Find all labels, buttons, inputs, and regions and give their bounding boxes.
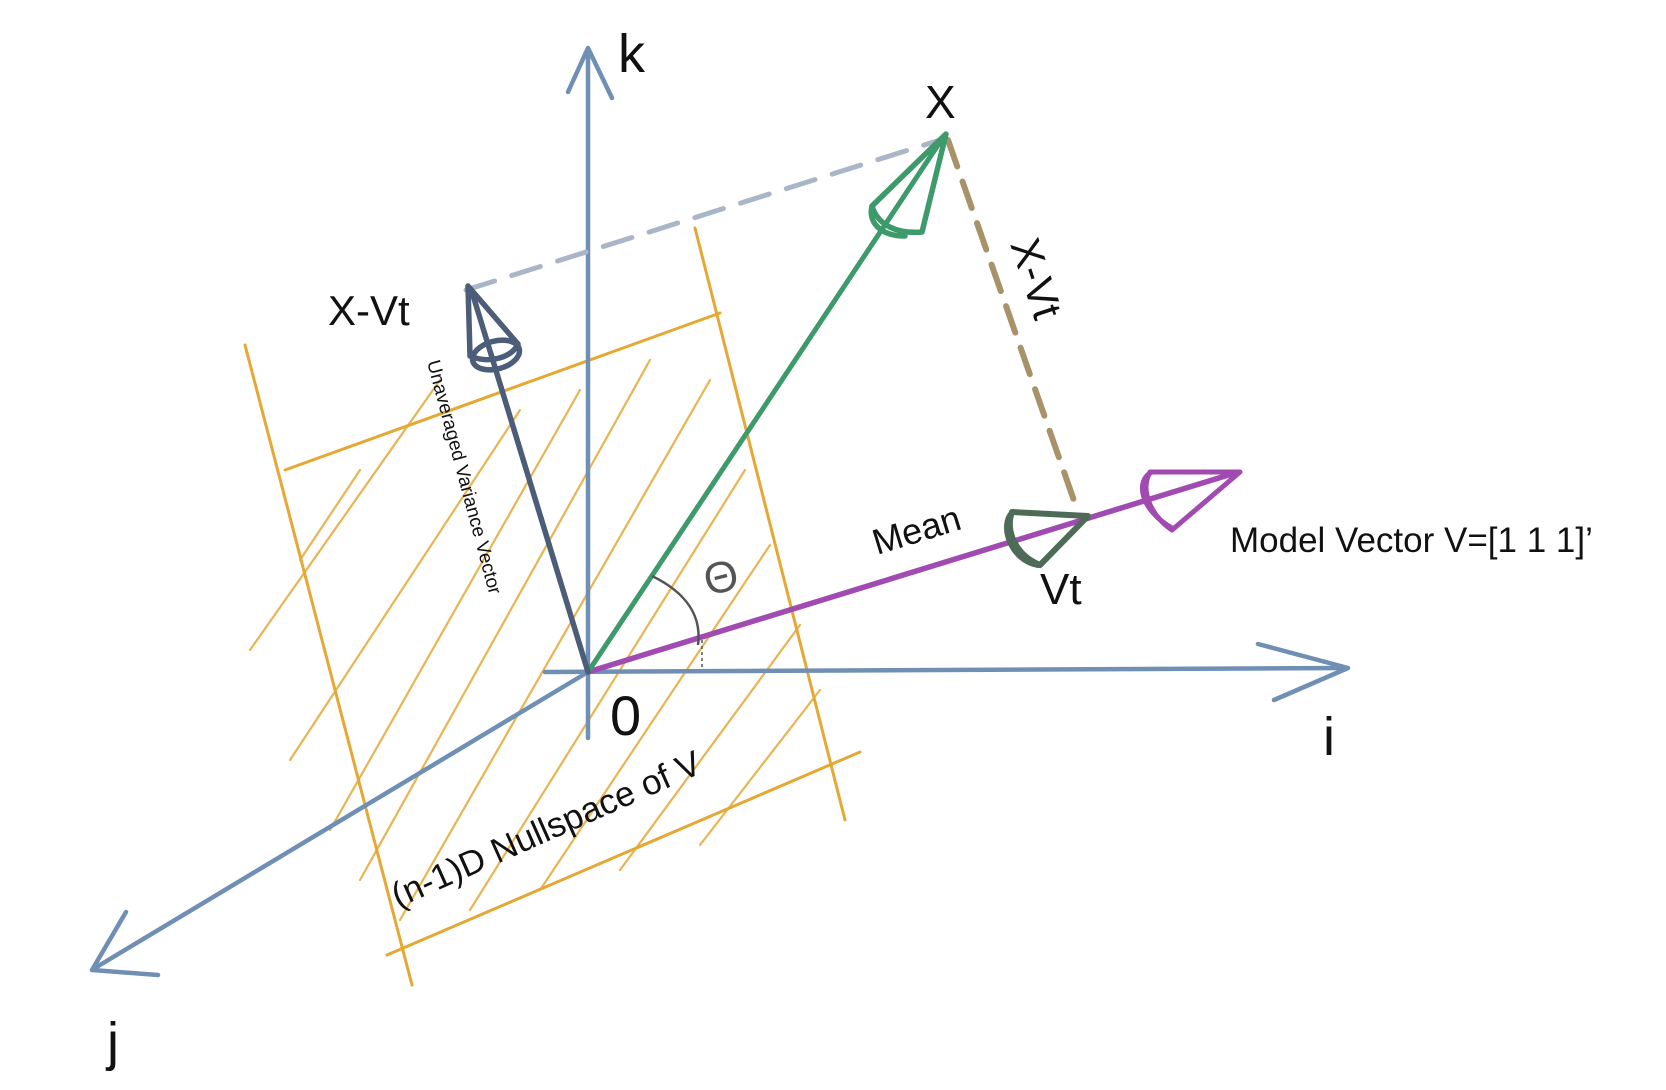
axes — [89, 45, 1351, 978]
model-vector — [585, 469, 1243, 675]
i-axis-arrowhead — [1255, 641, 1351, 703]
vt-arrowhead — [1004, 509, 1091, 568]
hatch-line — [468, 468, 747, 912]
nullspace-label: (n-1)D Nullspace of V — [385, 743, 707, 915]
k-axis-arrowhead — [565, 45, 615, 101]
x-vector-arrowhead-ring — [868, 203, 908, 239]
dashed-x-to-vt-line — [945, 137, 1081, 515]
mean-label: Mean — [867, 497, 965, 563]
model-vector-line — [585, 470, 1238, 675]
hatch-line — [298, 468, 362, 562]
i-axis-line — [542, 665, 1348, 675]
x-minus-vt-right-label: X-Vt — [1001, 232, 1071, 325]
hatch-line — [328, 388, 582, 832]
axis-j-label: j — [105, 1012, 119, 1072]
nullspace-plane — [243, 226, 862, 987]
origin-label: 0 — [610, 684, 641, 747]
vt-label: Vt — [1040, 565, 1082, 614]
nullspace-left-edge — [243, 343, 414, 987]
x-vector-line — [585, 133, 947, 675]
dashed-x-to-variance-line — [463, 137, 943, 293]
nullspace-right-edge — [693, 226, 847, 822]
x-minus-vt-left-label: X-Vt — [328, 287, 410, 334]
hatch-line — [248, 378, 442, 652]
variance-vector-arrowhead-ring — [469, 337, 523, 373]
theta-label: Θ — [699, 550, 744, 606]
axis-k-label: k — [618, 24, 646, 84]
vt-arrowhead-ring — [1004, 510, 1041, 568]
hatch-line — [698, 688, 822, 847]
hatch-line — [618, 623, 802, 872]
variance-vector-line — [469, 289, 591, 675]
model-vector-arrowhead-ring — [1139, 469, 1175, 531]
variance-vector — [465, 283, 591, 675]
hatch-line — [398, 378, 712, 922]
theta-angle-arc — [651, 574, 700, 646]
model-vector-label: Model Vector V=[1 1 1]’ — [1230, 521, 1593, 560]
nullspace-hatching — [248, 358, 822, 922]
nullspace-bottom-edge — [385, 750, 862, 957]
hatch-line — [288, 408, 522, 762]
j-axis-line — [92, 669, 591, 971]
hatch-line — [358, 358, 652, 882]
axis-i-label: i — [1323, 707, 1335, 767]
x-vector — [585, 131, 949, 675]
j-axis-arrowhead — [89, 909, 161, 978]
x-vector-label: X — [925, 76, 956, 128]
hatch-line — [538, 543, 772, 892]
